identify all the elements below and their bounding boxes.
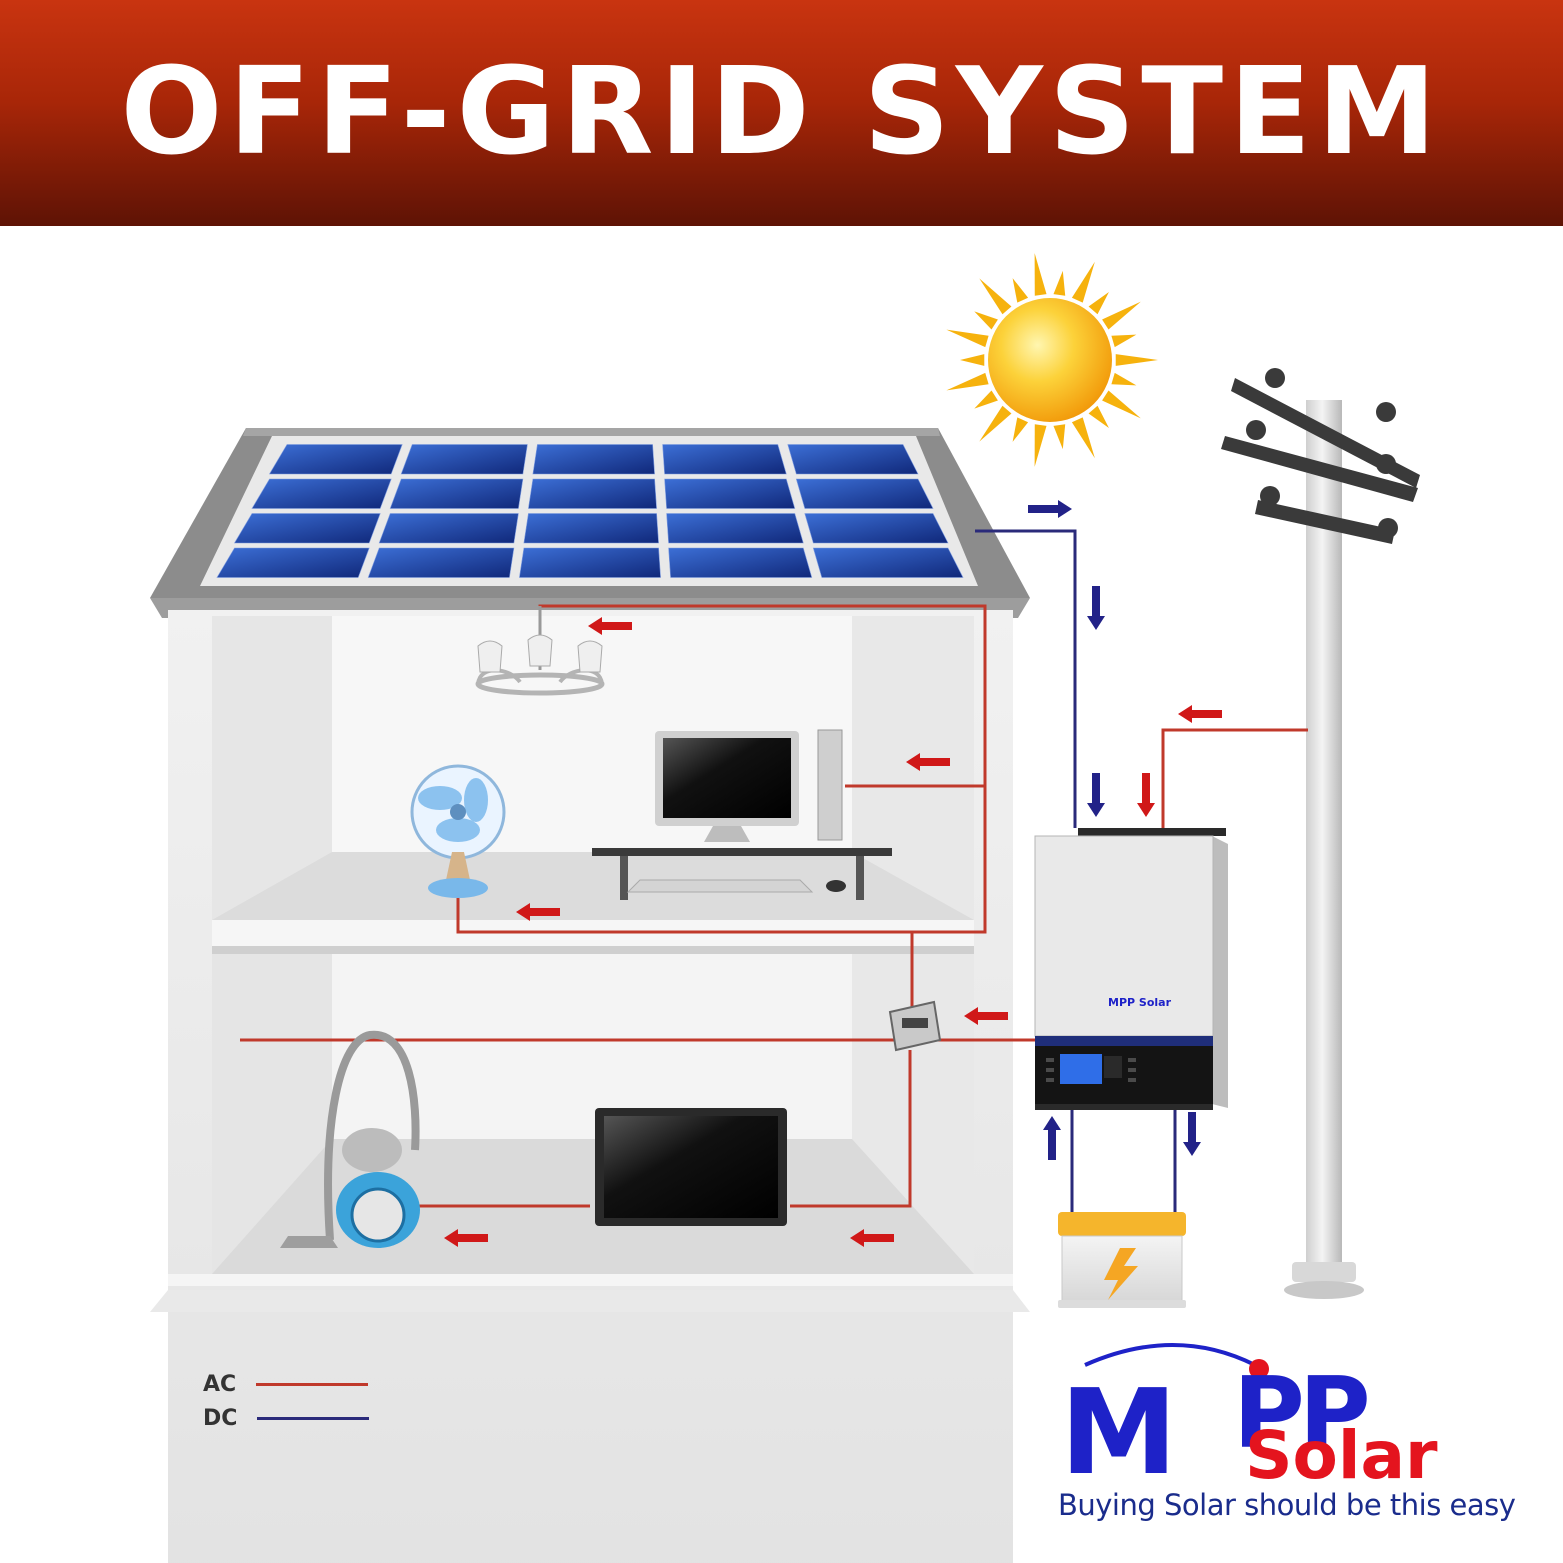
utility-pole bbox=[1221, 368, 1420, 1299]
flow-arrow bbox=[1028, 500, 1072, 518]
distribution-box bbox=[888, 1000, 942, 1052]
inverter-logo: MPP Solar bbox=[1108, 996, 1172, 1009]
sun-ray bbox=[946, 372, 989, 391]
solar-cell bbox=[795, 478, 934, 509]
legend-dc-label: DC bbox=[203, 1406, 238, 1431]
computer bbox=[592, 729, 892, 900]
sun-ray bbox=[1102, 390, 1141, 419]
inverter: MPP Solar bbox=[1034, 828, 1228, 1110]
brand-logo: M PP Solar bbox=[1055, 1325, 1515, 1525]
flow-arrow bbox=[964, 1007, 1008, 1025]
sun-ray bbox=[1012, 417, 1029, 442]
solar-cell bbox=[787, 444, 919, 475]
sun-ray bbox=[1071, 417, 1095, 459]
solar-cell bbox=[400, 444, 528, 475]
sun-ray bbox=[1111, 372, 1137, 386]
desk-fan bbox=[410, 764, 506, 898]
legend-dc: DC bbox=[203, 1406, 370, 1431]
flow-arrow bbox=[1178, 705, 1222, 723]
tagline: Buying Solar should be this easy bbox=[1058, 1488, 1516, 1522]
legend-ac-label: AC bbox=[203, 1372, 237, 1397]
flow-arrow bbox=[1043, 1116, 1061, 1160]
flow-arrow bbox=[516, 903, 560, 921]
solar-cell bbox=[812, 547, 964, 578]
flow-arrow bbox=[1087, 773, 1105, 817]
legend-ac-line bbox=[256, 1383, 369, 1386]
flow-arrow bbox=[1183, 1112, 1201, 1156]
solar-cell bbox=[528, 478, 657, 509]
sun-ray bbox=[1088, 291, 1109, 315]
logo-solar: Solar bbox=[1245, 1417, 1438, 1494]
solar-cell bbox=[367, 547, 515, 578]
flow-arrow bbox=[1087, 586, 1105, 630]
sun-ray bbox=[1071, 261, 1095, 303]
sun-ray bbox=[960, 354, 985, 366]
logo-swoosh bbox=[1084, 1343, 1269, 1379]
sun-ray bbox=[1053, 270, 1066, 296]
legend-ac: AC bbox=[203, 1372, 369, 1397]
sun-ray bbox=[1102, 301, 1141, 330]
sun-ray bbox=[1034, 424, 1047, 467]
solar-cell bbox=[666, 513, 804, 544]
flow-arrow bbox=[444, 1229, 488, 1247]
flow-arrow bbox=[1137, 773, 1155, 817]
solar-cell bbox=[668, 547, 813, 578]
sun-ray bbox=[974, 390, 998, 409]
solar-cell bbox=[523, 513, 659, 544]
solar-cell bbox=[216, 547, 370, 578]
chandelier bbox=[475, 606, 605, 696]
solar-cell bbox=[389, 478, 524, 509]
battery bbox=[1058, 1212, 1186, 1308]
solar-panel bbox=[200, 436, 978, 586]
sun-ray bbox=[1111, 334, 1137, 348]
solar-cell bbox=[804, 513, 949, 544]
dc-wiring bbox=[975, 529, 1177, 1212]
television bbox=[595, 1108, 787, 1226]
sun bbox=[946, 253, 1158, 467]
sun-ray bbox=[1053, 424, 1066, 450]
solar-cell bbox=[378, 513, 519, 544]
solar-cell bbox=[662, 444, 787, 475]
sun-ray bbox=[1012, 278, 1029, 303]
sun-ray bbox=[1034, 253, 1047, 296]
flow-arrow bbox=[850, 1229, 894, 1247]
vacuum-cleaner bbox=[280, 1030, 420, 1248]
logo-mark-m: M bbox=[1060, 1363, 1177, 1501]
flow-arrows bbox=[444, 500, 1222, 1247]
sun-ray bbox=[1088, 405, 1109, 429]
sun-ray bbox=[979, 405, 1012, 442]
solar-cell bbox=[233, 513, 381, 544]
sun-ray bbox=[979, 278, 1012, 315]
solar-cell bbox=[519, 547, 661, 578]
logo-mark-pp: PP bbox=[1233, 1357, 1371, 1471]
flow-arrow bbox=[588, 617, 632, 635]
title-banner: OFF-GRID SYSTEM bbox=[0, 0, 1563, 226]
solar-cell bbox=[532, 444, 655, 475]
flow-arrow bbox=[906, 753, 950, 771]
solar-cell bbox=[251, 478, 392, 509]
sun-ray bbox=[1115, 354, 1158, 366]
sun-ray bbox=[974, 311, 998, 330]
legend-dc-line bbox=[257, 1417, 370, 1420]
off-grid-diagram: MPP Solar bbox=[150, 253, 1420, 1563]
solar-cell bbox=[268, 444, 403, 475]
sun-ray bbox=[946, 329, 989, 348]
solar-cell bbox=[664, 478, 796, 509]
page-title: OFF-GRID SYSTEM bbox=[120, 43, 1443, 182]
